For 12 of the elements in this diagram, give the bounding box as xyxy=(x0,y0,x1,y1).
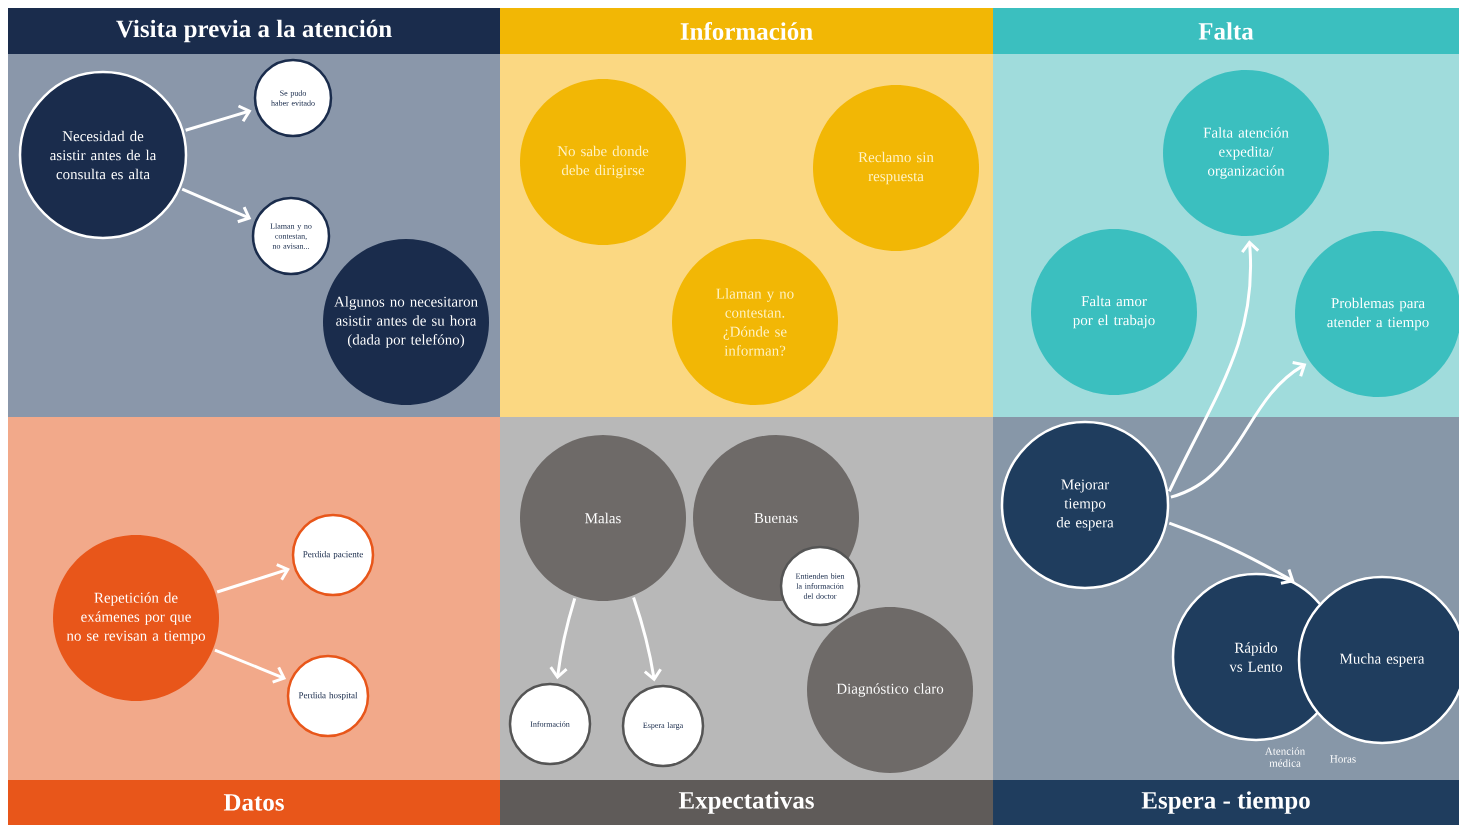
arrow xyxy=(632,597,662,682)
arrow xyxy=(1170,360,1307,499)
node-label: Mucha espera xyxy=(1339,653,1425,667)
arrow xyxy=(216,563,290,594)
side-label: Atención médica xyxy=(1264,747,1305,767)
arrow xyxy=(214,648,287,684)
arrow xyxy=(185,104,252,132)
side-label: Horas xyxy=(1330,755,1356,763)
arrow xyxy=(549,597,577,680)
arrow xyxy=(1168,521,1295,585)
arrow xyxy=(181,187,252,224)
arrow xyxy=(1167,240,1260,493)
